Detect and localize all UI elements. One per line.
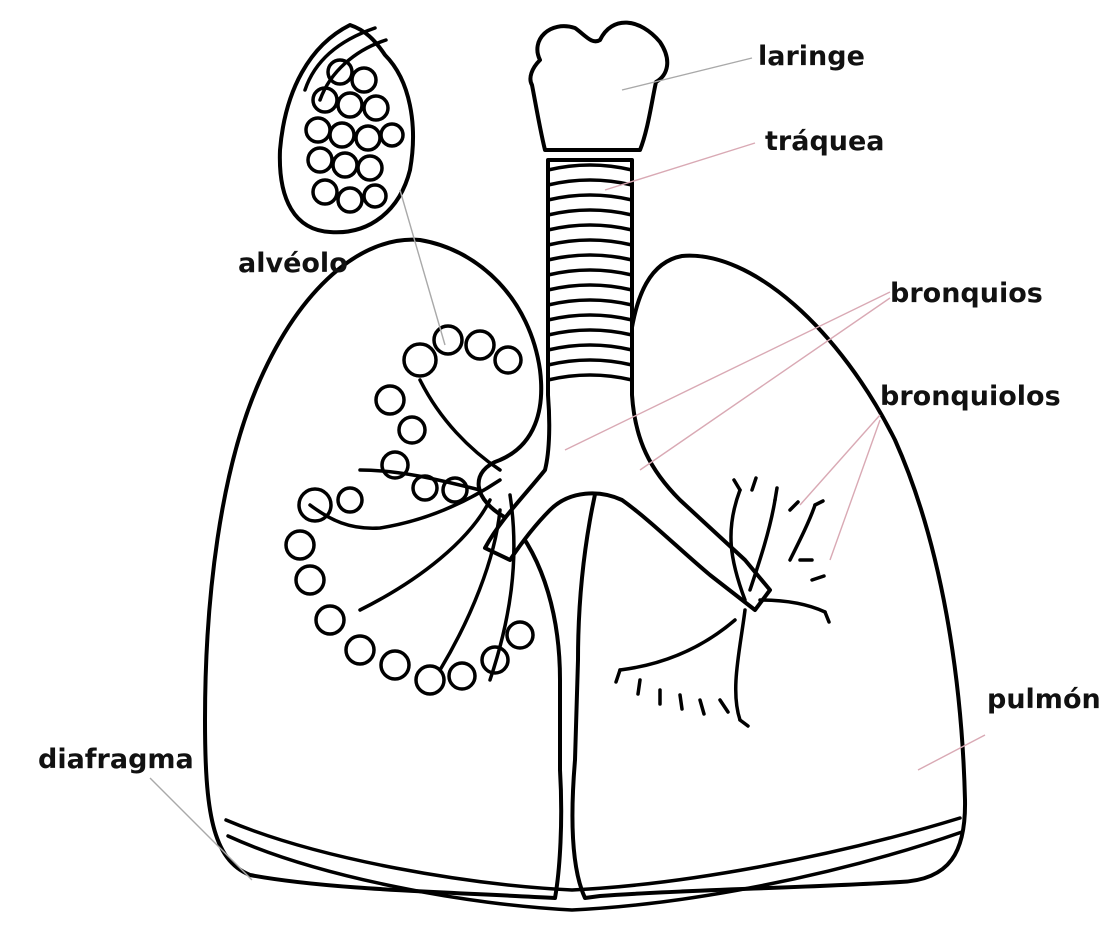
label-bronquiolos: bronquiolos (880, 381, 1061, 412)
larynx (530, 23, 667, 150)
label-alveolo: alvéolo (238, 248, 348, 279)
label-traquea: tráquea (765, 126, 885, 157)
alveolus-outline (280, 25, 413, 232)
label-laringe: laringe (758, 41, 865, 72)
left-lung (205, 240, 561, 898)
label-pulmon: pulmón (987, 684, 1101, 715)
label-diafragma: diafragma (38, 744, 194, 775)
label-bronquios: bronquios (890, 278, 1043, 309)
